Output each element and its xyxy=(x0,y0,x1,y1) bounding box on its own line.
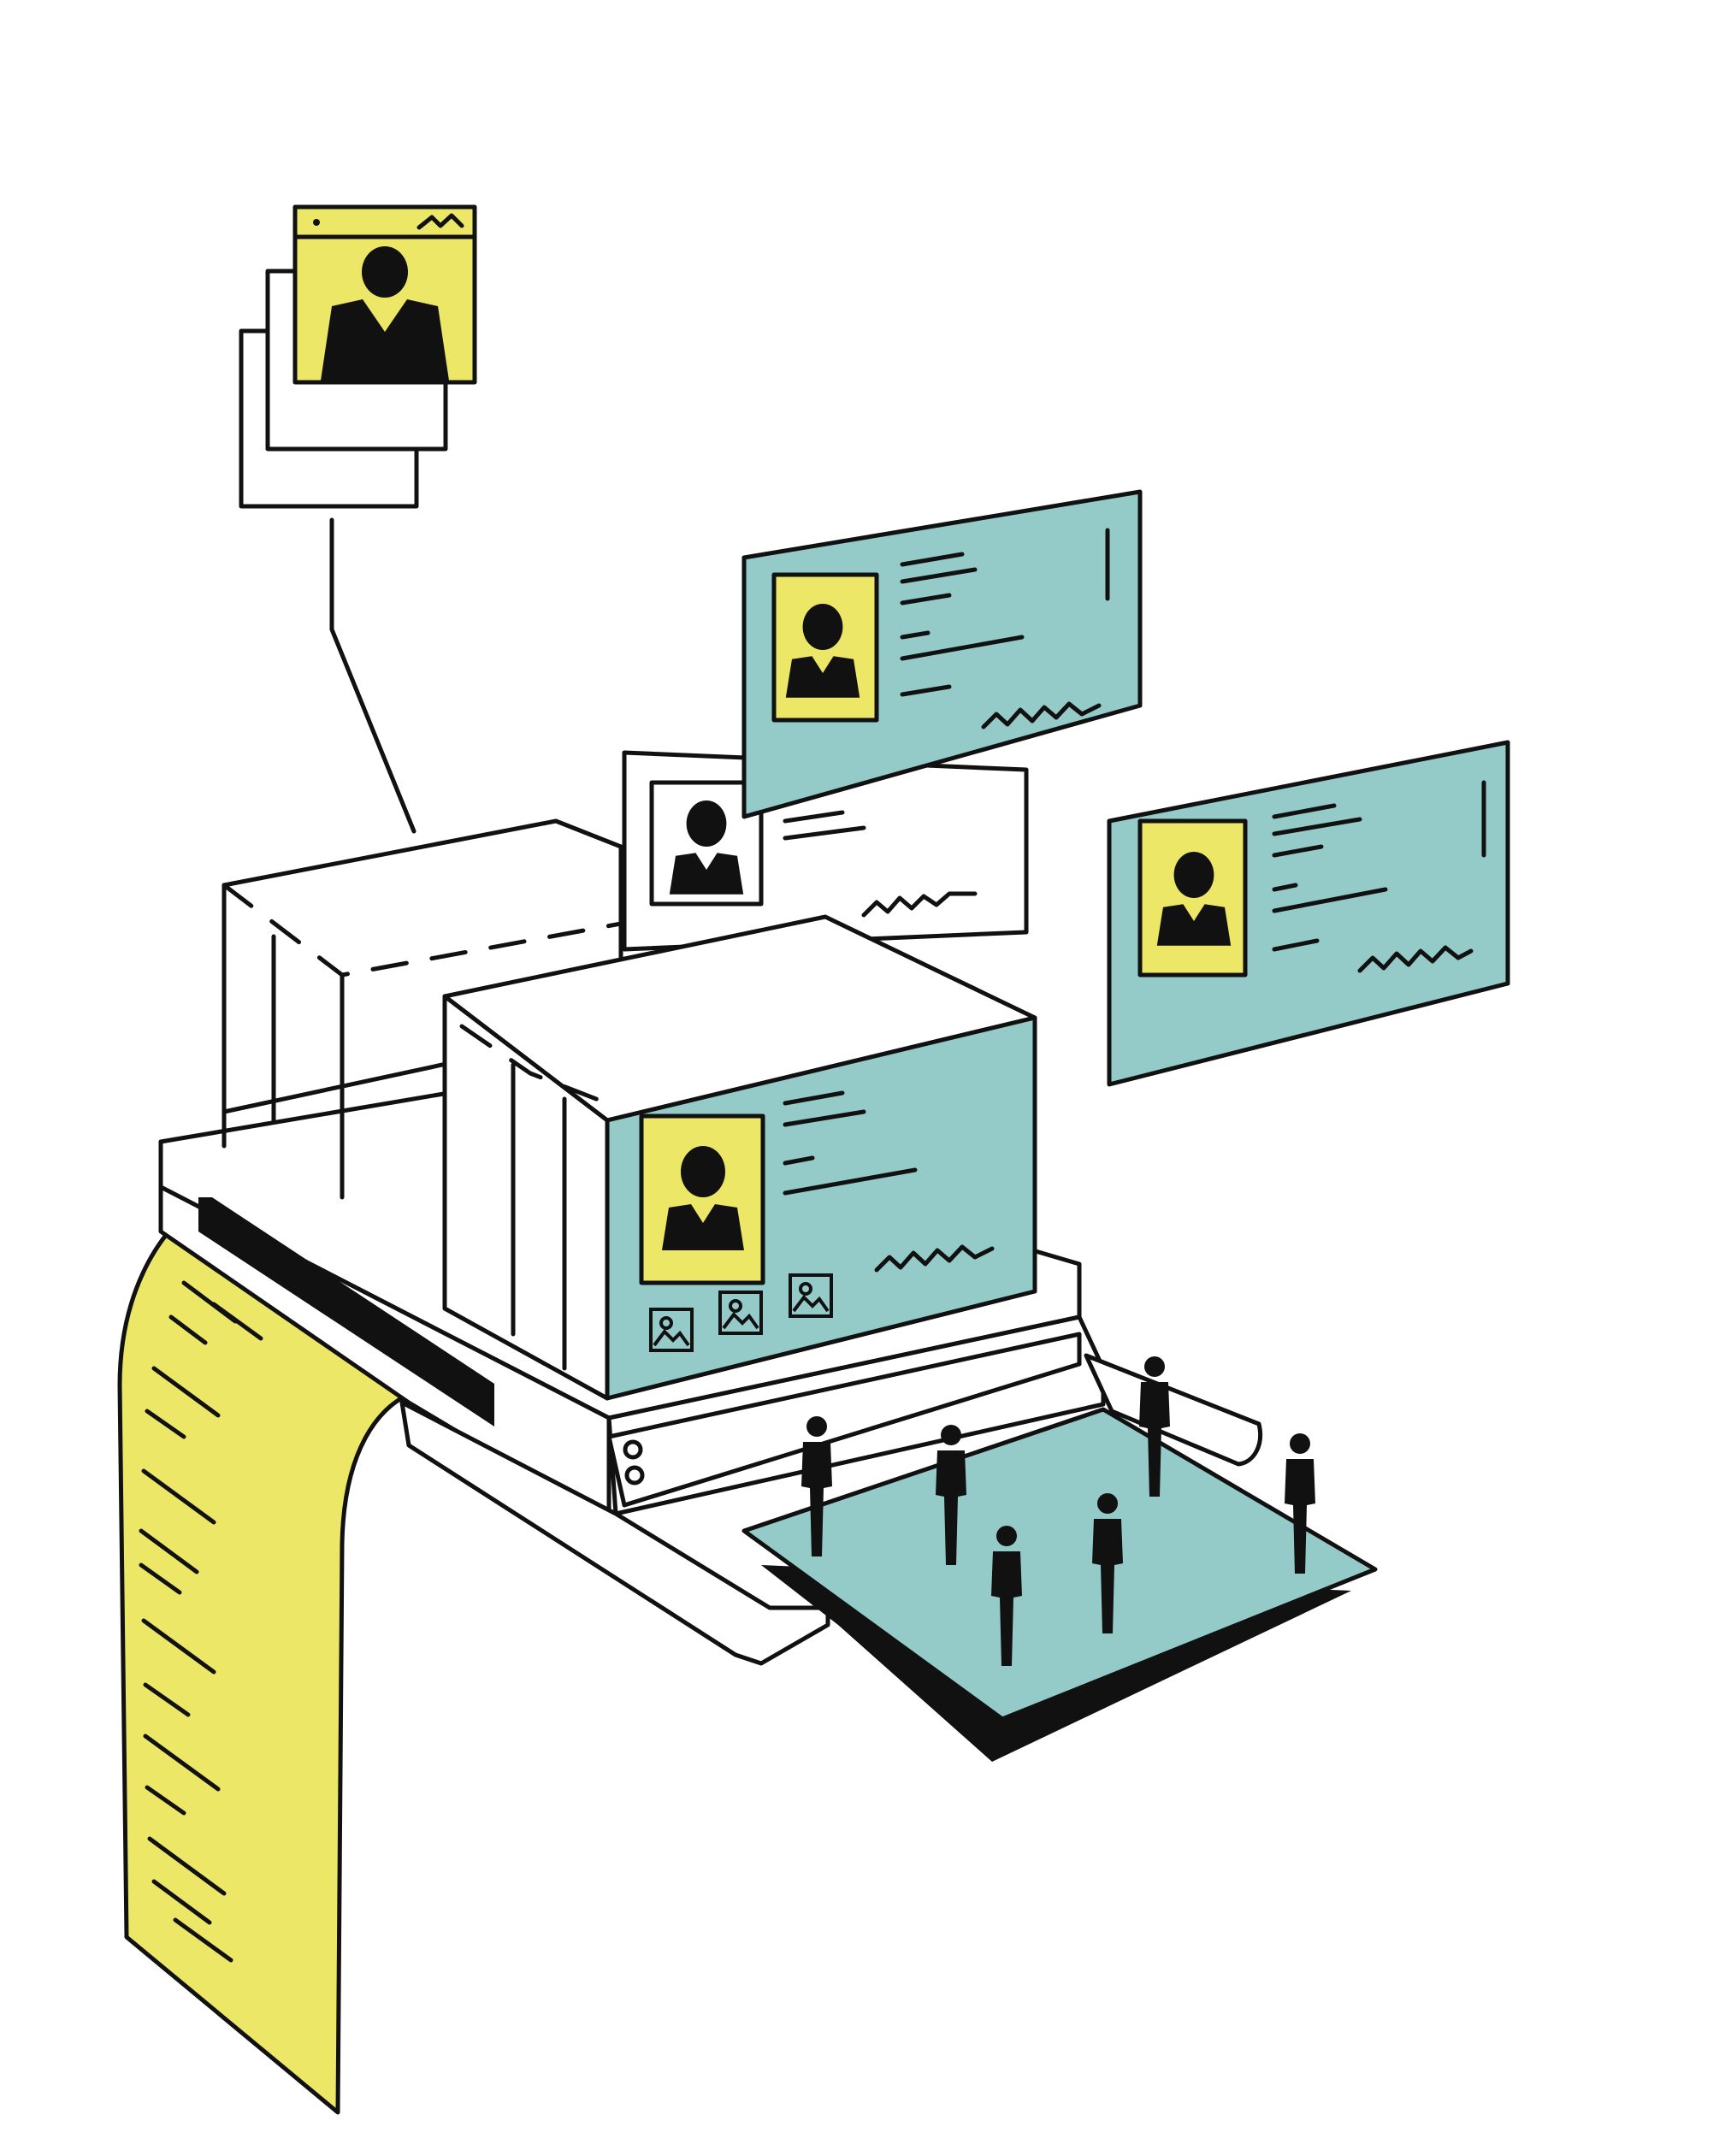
signature-squiggle xyxy=(874,1244,995,1273)
connector-line xyxy=(329,517,417,834)
person-silhouette-icon xyxy=(321,246,449,381)
window-squiggle xyxy=(417,213,464,230)
paper-slot xyxy=(198,1197,494,1427)
paper-strip xyxy=(117,1196,464,2115)
id-card-teal-right xyxy=(1107,740,1510,1087)
platform-top xyxy=(741,1407,1378,1722)
paper-text-lines xyxy=(139,1255,263,1963)
paper-roll xyxy=(117,1196,464,2115)
control-panel xyxy=(606,1332,1082,1508)
window-dot xyxy=(313,219,320,226)
output-tray xyxy=(399,1400,830,1666)
control-knob-2[interactable] xyxy=(624,1465,645,1486)
profile-window-stack xyxy=(239,204,477,509)
box-front-screen xyxy=(605,1015,1037,1401)
box-front xyxy=(442,914,1037,1401)
right-roller xyxy=(1084,1353,1262,1467)
control-knob-1[interactable] xyxy=(623,1439,643,1460)
people-platform xyxy=(741,1356,1378,1762)
id-card-teal-top xyxy=(741,489,1143,819)
